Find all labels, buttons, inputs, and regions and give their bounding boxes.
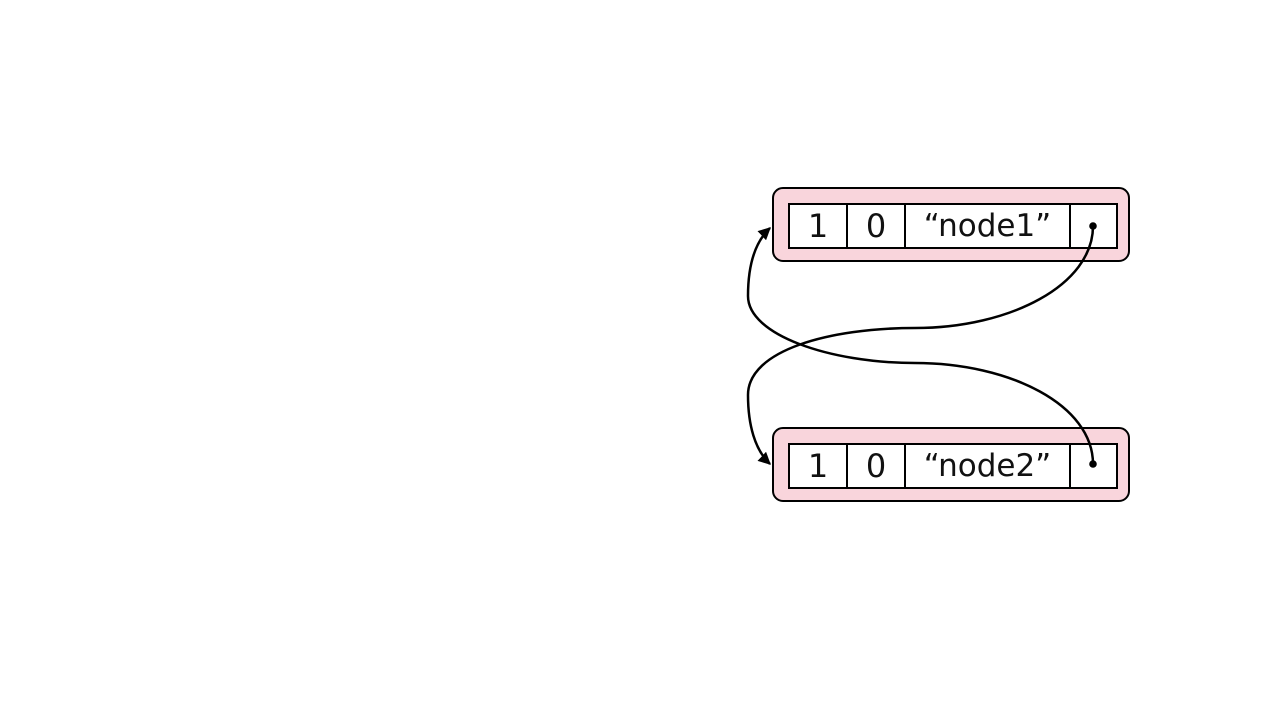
node2-name: “node2” <box>906 445 1071 487</box>
node1-field-b: 0 <box>848 205 906 247</box>
node2-record: 1 0 “node2” <box>788 443 1118 489</box>
node2-pointer-cell <box>1071 445 1116 487</box>
node1-pointer-cell <box>1071 205 1116 247</box>
node1-box: 1 0 “node1” <box>772 187 1130 262</box>
node1-record: 1 0 “node1” <box>788 203 1118 249</box>
node2-field-a: 1 <box>790 445 848 487</box>
node1-field-a: 1 <box>790 205 848 247</box>
node2-box: 1 0 “node2” <box>772 427 1130 502</box>
node2-field-b: 0 <box>848 445 906 487</box>
node1-name: “node1” <box>906 205 1071 247</box>
